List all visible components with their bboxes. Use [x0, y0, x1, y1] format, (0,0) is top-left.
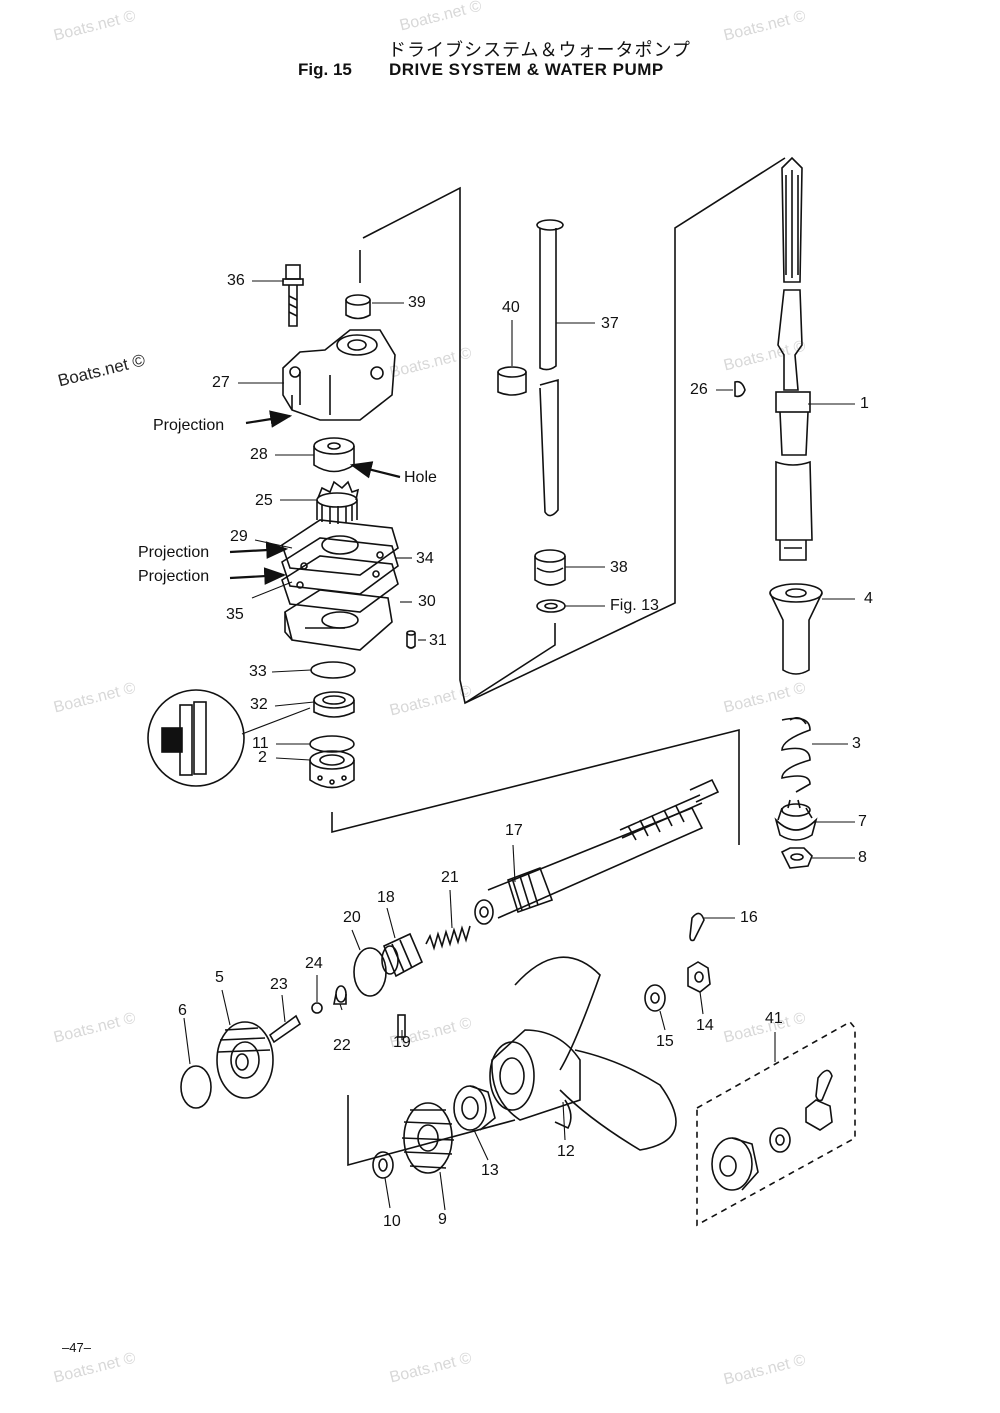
part-15-washer: [644, 984, 666, 1012]
part-21-spring: [425, 925, 471, 951]
callout-17: 17: [505, 822, 523, 839]
grease-inset: [147, 689, 311, 787]
callout-39: 39: [408, 294, 426, 311]
title-english: DRIVE SYSTEM & WATER PUMP: [389, 60, 664, 79]
figure-number: Fig. 15: [298, 60, 352, 79]
callout-13: 13: [481, 1162, 499, 1179]
callout-16: 16: [740, 909, 758, 926]
callout-23: 23: [270, 976, 288, 993]
kit-41-dashed-outline: [696, 1020, 856, 1227]
part-39-bushing: [345, 294, 371, 320]
part-37-water-tube: [536, 219, 564, 517]
callout-31: 31: [429, 632, 447, 649]
projection-label: Projection: [138, 568, 210, 585]
callout-22: 22: [333, 1037, 351, 1054]
kit-41-parts: [711, 1069, 833, 1191]
callout-10: 10: [383, 1213, 401, 1230]
part-1-drive-shaft: [775, 156, 813, 561]
part-16-cotter-pin: [689, 912, 705, 942]
callout-1: 1: [860, 395, 869, 412]
group-bracket-line: [362, 186, 556, 705]
callout-29: 29: [230, 528, 248, 545]
part-26-key: [734, 380, 746, 398]
projection-label: Projection: [153, 417, 225, 434]
callout-25: 25: [255, 492, 273, 509]
part-3-spring: [781, 716, 811, 793]
hole-label: Hole: [404, 469, 437, 486]
callout-27: 27: [212, 374, 230, 391]
part-18-clutch: [381, 932, 424, 978]
callout-34: 34: [416, 550, 434, 567]
part-33-o-ring: [310, 661, 356, 679]
part-31-dowel: [406, 630, 416, 649]
callout-9: 9: [438, 1211, 447, 1228]
callout-15: 15: [656, 1033, 674, 1050]
part-4-bushing: [769, 583, 823, 675]
part-11-o-ring: [309, 735, 355, 753]
group-bracket-line: [464, 157, 786, 704]
part-28-cup: [313, 437, 355, 473]
callout-6: 6: [178, 1002, 187, 1019]
callout-8: 8: [858, 849, 867, 866]
callout-26: 26: [690, 381, 708, 398]
callout-30: 30: [418, 593, 436, 610]
callout-14: 14: [696, 1017, 714, 1034]
part-30-base: [284, 589, 393, 651]
callout-21: 21: [441, 869, 459, 886]
part-36-bolt: [282, 264, 304, 327]
part-13-thrust-holder: [453, 1085, 496, 1131]
callout-7: 7: [858, 813, 867, 830]
callout-24: 24: [305, 955, 323, 972]
callout-4: 4: [864, 590, 873, 607]
projection-label: Projection: [138, 544, 210, 561]
part-12-propeller: [489, 956, 677, 1151]
part-5-forward-gear: [216, 1021, 274, 1099]
part-25-impeller: [316, 480, 360, 524]
callout-41: 41: [765, 1010, 783, 1027]
part-6-shim: [180, 1065, 212, 1109]
fig-13-reference: Fig. 13: [610, 597, 659, 614]
callout-36: 36: [227, 272, 245, 289]
callout-11: 11: [252, 735, 269, 752]
part-32-oil-seal: [313, 691, 355, 718]
callout-38: 38: [610, 559, 628, 576]
callout-28: 28: [250, 446, 268, 463]
part-38-grommet: [534, 549, 566, 586]
part-14-nut: [687, 961, 711, 993]
callout-37: 37: [601, 315, 619, 332]
callout-19: 19: [393, 1034, 411, 1051]
callout-40: 40: [502, 299, 520, 316]
part-20-ring: [353, 947, 387, 997]
callout-12: 12: [557, 1143, 575, 1160]
callout-35: 35: [226, 606, 244, 623]
callout-2: 2: [258, 749, 267, 766]
washer-fig13: [536, 599, 566, 613]
callout-3: 3: [852, 735, 861, 752]
group-bracket-line: [347, 1095, 516, 1167]
callout-5: 5: [215, 969, 224, 986]
part-27-pump-housing: [282, 329, 396, 421]
part-23-plunger: [268, 1014, 302, 1044]
part-10-shim: [372, 1151, 394, 1179]
callout-32: 32: [250, 696, 268, 713]
callout-33: 33: [249, 663, 267, 680]
part-22-pin: [333, 985, 347, 1005]
part-7-pinion-gear: [774, 799, 818, 841]
part-34-plate: [281, 537, 399, 595]
callout-20: 20: [343, 909, 361, 926]
part-9-reverse-gear: [401, 1102, 455, 1174]
callout-18: 18: [377, 889, 395, 906]
part-2-bearing: [309, 750, 355, 789]
part-17-propeller-shaft: [474, 778, 720, 925]
title-japanese: ドライブシステム＆ウォータポンプ: [388, 40, 691, 61]
page-number: –47–: [62, 1340, 91, 1355]
part-40-grommet: [497, 366, 527, 396]
part-29-gasket: [281, 519, 399, 576]
group-bracket-line: [331, 728, 740, 845]
part-8-nut: [780, 847, 813, 869]
part-35-gasket: [281, 555, 399, 613]
part-24-ball: [311, 1002, 323, 1014]
